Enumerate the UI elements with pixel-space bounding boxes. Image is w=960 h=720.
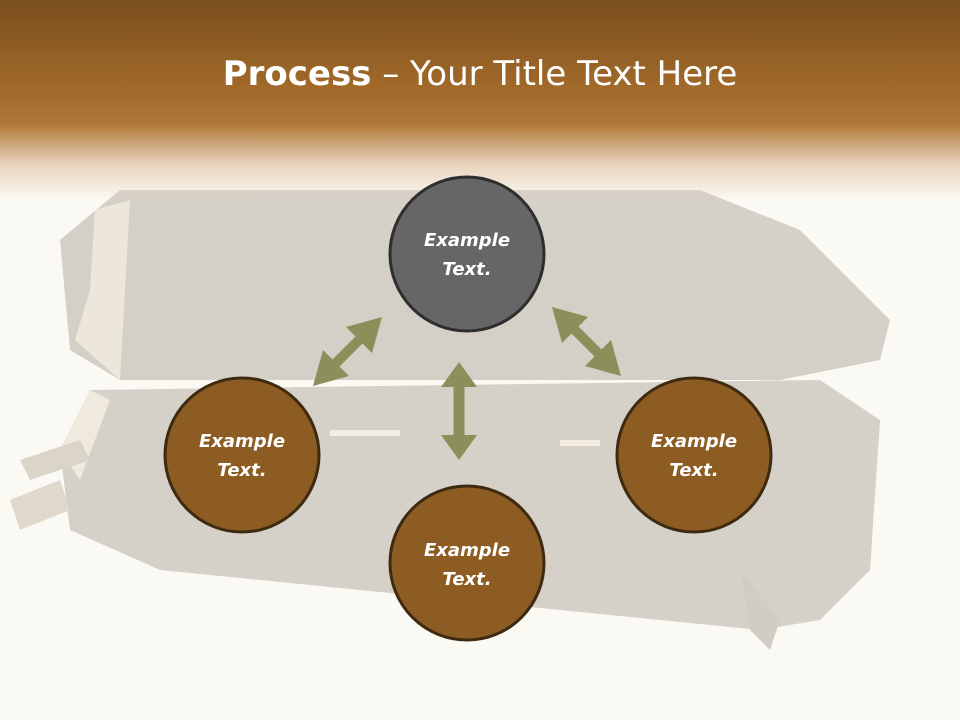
header-band — [0, 0, 960, 200]
node-right-line2: Text. — [669, 460, 718, 481]
node-bottom-line2: Text. — [442, 569, 491, 590]
arrow-vertical — [441, 362, 477, 460]
process-node-right: Example Text. — [615, 376, 773, 534]
arrow-left-diagonal — [313, 317, 382, 386]
process-node-left: Example Text. — [163, 376, 321, 534]
node-left-line1: Example — [199, 431, 285, 452]
slide-title: Process – Your Title Text Here — [0, 52, 960, 96]
title-rest-part: – Your Title Text Here — [371, 54, 738, 94]
process-node-top: Example Text. — [388, 175, 546, 333]
node-top-line2: Text. — [442, 259, 491, 280]
arrow-right-diagonal — [552, 307, 621, 376]
node-bottom-line1: Example — [424, 540, 510, 561]
node-left-line2: Text. — [217, 460, 266, 481]
process-node-bottom: Example Text. — [388, 484, 546, 642]
node-right-line1: Example — [651, 431, 737, 452]
title-bold-part: Process — [222, 54, 372, 94]
node-top-line1: Example — [424, 230, 510, 251]
